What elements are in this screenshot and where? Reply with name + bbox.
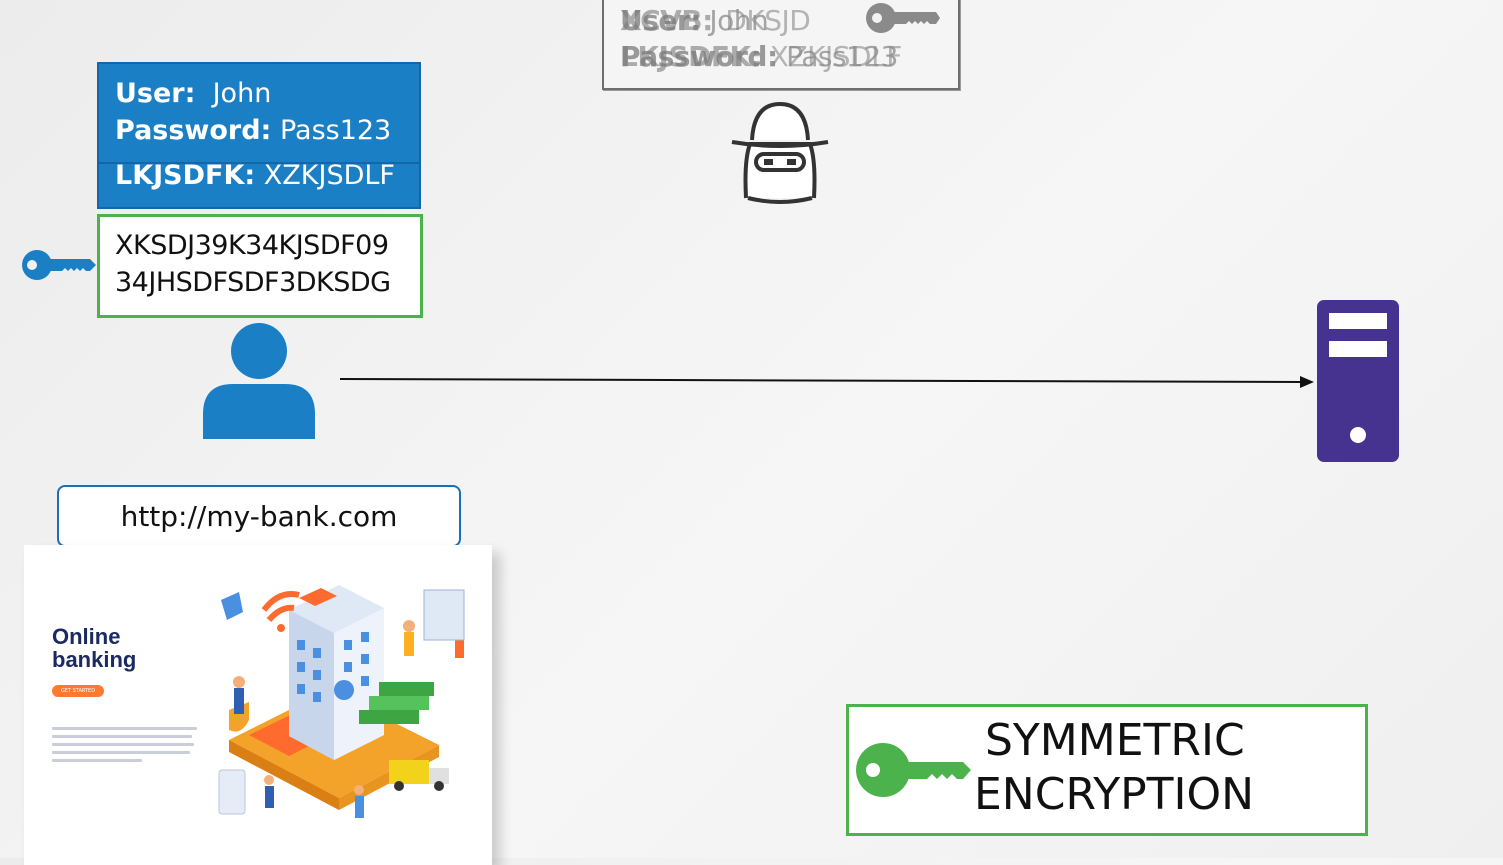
get-started-button[interactable]: GET STARTED	[52, 685, 104, 697]
lorem-line	[52, 759, 142, 762]
transfer-arrow	[340, 376, 1314, 388]
credentials-divider	[99, 162, 419, 164]
key-icon	[22, 250, 96, 280]
encrypted-line-1: XKSDJ39K34KJSDF09	[115, 230, 389, 261]
symmetric-line-1: SYMMETRIC	[985, 715, 1245, 766]
encrypted-data-box: XKSDJ39K34KJSDF09 34JHSDFSDF3DKSDG	[97, 214, 423, 318]
intercepted-key-icon	[866, 3, 940, 33]
password-line: Password: Pass123	[115, 115, 392, 146]
intercepted-user-line: User: John	[620, 4, 769, 37]
credentials-box: User: John Password: Pass123 LKJSDFK: XZ…	[97, 62, 421, 209]
bank-website-preview: Online banking GET STARTED	[24, 545, 492, 865]
lkjsdfk-line: LKJSDFK: XZKJSDLF	[115, 160, 395, 191]
encrypted-line-2: 34JHSDFSDF3DKSDG	[115, 267, 391, 298]
url-text: http://my-bank.com	[120, 499, 398, 533]
green-key-icon	[856, 743, 971, 797]
user-line: User: John	[115, 78, 272, 109]
banking-illustration	[218, 585, 465, 818]
hacker-icon	[731, 101, 829, 204]
intercepted-password-line: Password: Pass123	[620, 40, 898, 73]
lorem-line	[52, 727, 197, 730]
intercepted-xcvb-line: XCVB: DKSJD	[620, 4, 811, 37]
intercepted-lkjsdfk-line: LKJSDFK: XZKJSDLF	[620, 40, 902, 73]
lorem-line	[52, 751, 190, 754]
symmetric-encryption-box: SYMMETRIC ENCRYPTION	[846, 704, 1368, 836]
url-bar[interactable]: http://my-bank.com	[57, 485, 461, 547]
bank-page-title: Online banking	[52, 624, 137, 672]
lorem-line	[52, 743, 194, 746]
symmetric-line-2: ENCRYPTION	[974, 769, 1255, 820]
server-icon	[1317, 300, 1399, 462]
user-icon	[203, 323, 315, 439]
lorem-line	[52, 735, 192, 738]
